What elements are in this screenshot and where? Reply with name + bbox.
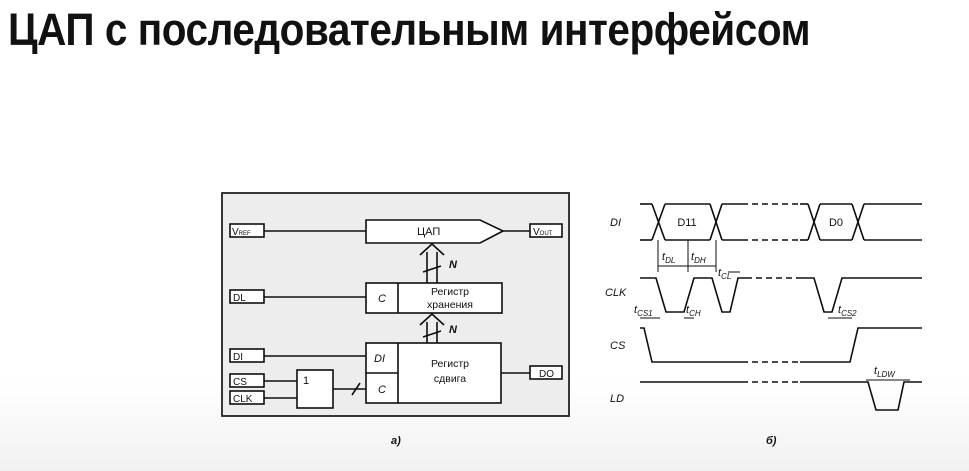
timing-cs2-label: CS2	[841, 309, 857, 318]
bus-arrow-lower	[419, 312, 445, 343]
signal-di-label: DI	[610, 217, 621, 229]
timing-t-cs1: t	[634, 304, 638, 316]
svg-text:tLDW: tLDW	[874, 365, 896, 379]
pin-di-label: DI	[233, 352, 243, 363]
timing-ch-label: CH	[689, 309, 701, 318]
dac-block	[365, 219, 505, 244]
signal-cs-label: CS	[610, 340, 626, 352]
di-waveform	[640, 203, 922, 241]
timing-cs1-label: CS1	[637, 309, 653, 318]
clk-waveform	[640, 277, 746, 313]
figure-b-caption: б)	[766, 435, 777, 447]
svg-text:tDH: tDH	[691, 251, 706, 265]
shift-register-title-line2: сдвига	[434, 373, 466, 385]
logic-gate-block	[296, 369, 334, 409]
timing-ldw-label: LDW	[877, 370, 896, 379]
block-diagram	[221, 192, 570, 417]
svg-text:tCL: tCL	[718, 267, 731, 281]
hold-register-title-line2: хранения	[427, 299, 473, 311]
bus-label-lower: N	[449, 324, 458, 336]
block-diagram-labels: VREF VOUT DL DI CS CLK DO ЦАП N N C Реги…	[232, 226, 554, 447]
svg-text:VREF: VREF	[232, 227, 251, 238]
timing-dl-label: DL	[665, 256, 675, 265]
shift-register-data-label: DI	[374, 353, 385, 365]
timing-t-cl: t	[718, 267, 722, 279]
svg-text:tCS2: tCS2	[838, 304, 857, 318]
pin-vref-label: V	[232, 227, 239, 238]
timing-cl-label: CL	[721, 272, 731, 281]
pin-cs-label: CS	[233, 377, 247, 388]
shift-register-title-line1: Регистр	[431, 358, 469, 370]
dac-label: ЦАП	[417, 226, 440, 238]
timing-t-ch: t	[686, 304, 690, 316]
pin-vout-label: V	[533, 227, 540, 238]
data-cell-last: D0	[829, 217, 843, 229]
slide-title: ЦАП с последовательным интерфейсом	[8, 4, 811, 55]
signal-ld-label: LD	[610, 393, 624, 405]
timing-t-dh: t	[691, 251, 695, 263]
pin-do-label: DO	[539, 369, 554, 380]
timing-dh-label: DH	[694, 256, 706, 265]
hold-register-block	[365, 282, 503, 314]
timing-markers	[640, 240, 910, 381]
pin-vout-subscript: OUT	[540, 231, 553, 237]
bus-arrow-upper	[419, 242, 445, 283]
pin-vref-subscript: REF	[239, 231, 251, 237]
timing-t-dl: t	[662, 251, 666, 263]
timing-t-cs2: t	[838, 304, 842, 316]
hold-register-clock-label: C	[378, 293, 386, 305]
shift-register-clock-label: C	[378, 384, 386, 396]
signal-clk-label: CLK	[605, 287, 627, 299]
bus-label-upper: N	[449, 259, 458, 271]
svg-text:tCH: tCH	[686, 304, 701, 318]
timing-diagram-labels: DI CLK CS LD D11 D0 tDL tDH tCL tCS1 tCH…	[605, 217, 896, 447]
svg-text:tCS1: tCS1	[634, 304, 653, 318]
hold-register-title-line1: Регистр	[431, 286, 469, 298]
data-cell-first: D11	[677, 217, 696, 229]
cs-waveform	[640, 327, 742, 363]
svg-text:VOUT: VOUT	[533, 227, 553, 238]
figure-a-caption: а)	[391, 435, 401, 447]
logic-gate-label: 1	[303, 375, 309, 387]
timing-t-ldw: t	[874, 365, 878, 377]
pin-dl-label: DL	[233, 293, 246, 304]
svg-text:tDL: tDL	[662, 251, 675, 265]
pin-clk-label: CLK	[233, 394, 253, 405]
timing-diagram	[640, 203, 922, 411]
